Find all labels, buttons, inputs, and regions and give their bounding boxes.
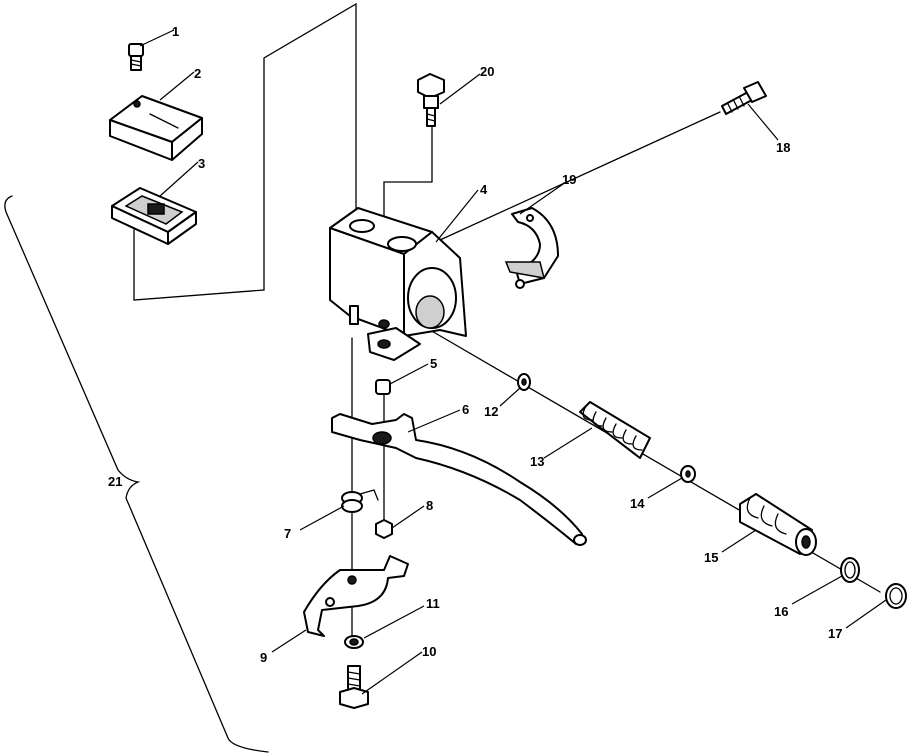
callout-labels: 1 2 3 4 5 6 7 8 9 10 11 12 13 14 15 16 1… <box>108 24 842 665</box>
part-6-brake-lever <box>331 413 587 546</box>
callout-1: 1 <box>172 24 179 39</box>
callout-11: 11 <box>426 596 440 611</box>
callout-16: 16 <box>774 604 788 619</box>
callout-14: 14 <box>630 496 645 511</box>
part-11-lock-nut <box>344 635 364 649</box>
part-3-diaphragm <box>111 187 197 245</box>
callout-4: 4 <box>480 182 488 197</box>
part-16-seal <box>840 557 860 583</box>
callout-7: 7 <box>284 526 291 541</box>
callout-19: 19 <box>562 172 576 187</box>
part-10-pivot-bolt <box>339 665 369 709</box>
part-9-switch-bracket <box>303 555 409 637</box>
part-12-washer <box>517 373 531 391</box>
part-14-washer <box>680 465 696 483</box>
callout-13: 13 <box>530 454 544 469</box>
part-1-cover-screw <box>128 43 144 71</box>
part-17-end-washer <box>885 583 907 609</box>
callout-17: 17 <box>828 626 842 641</box>
part-5-pivot-sleeve <box>375 379 391 395</box>
callout-2: 2 <box>194 66 201 81</box>
part-4-master-cylinder <box>329 207 467 361</box>
callout-18: 18 <box>776 140 790 155</box>
callout-10: 10 <box>422 644 436 659</box>
callout-12: 12 <box>484 404 498 419</box>
callout-8: 8 <box>426 498 433 513</box>
callout-9: 9 <box>260 650 267 665</box>
part-19-handlebar-clamp <box>504 207 559 289</box>
callout-21: 21 <box>108 474 122 489</box>
assembly-bracket <box>4 195 269 753</box>
part-13-piston-spring <box>579 401 651 459</box>
alignment-lines <box>133 2 881 641</box>
part-7-return-spring <box>341 489 379 513</box>
part-8-pivot-nut <box>375 519 393 539</box>
callout-20: 20 <box>480 64 494 79</box>
callout-5: 5 <box>430 356 437 371</box>
leader-lines <box>139 29 887 695</box>
part-15-piston <box>739 493 817 556</box>
part-18-clamp-screw <box>721 81 767 115</box>
part-2-reservoir-cover <box>109 95 203 161</box>
callout-15: 15 <box>704 550 718 565</box>
callout-6: 6 <box>462 402 469 417</box>
part-20-bleed-bolt <box>417 73 445 127</box>
callout-3: 3 <box>198 156 205 171</box>
